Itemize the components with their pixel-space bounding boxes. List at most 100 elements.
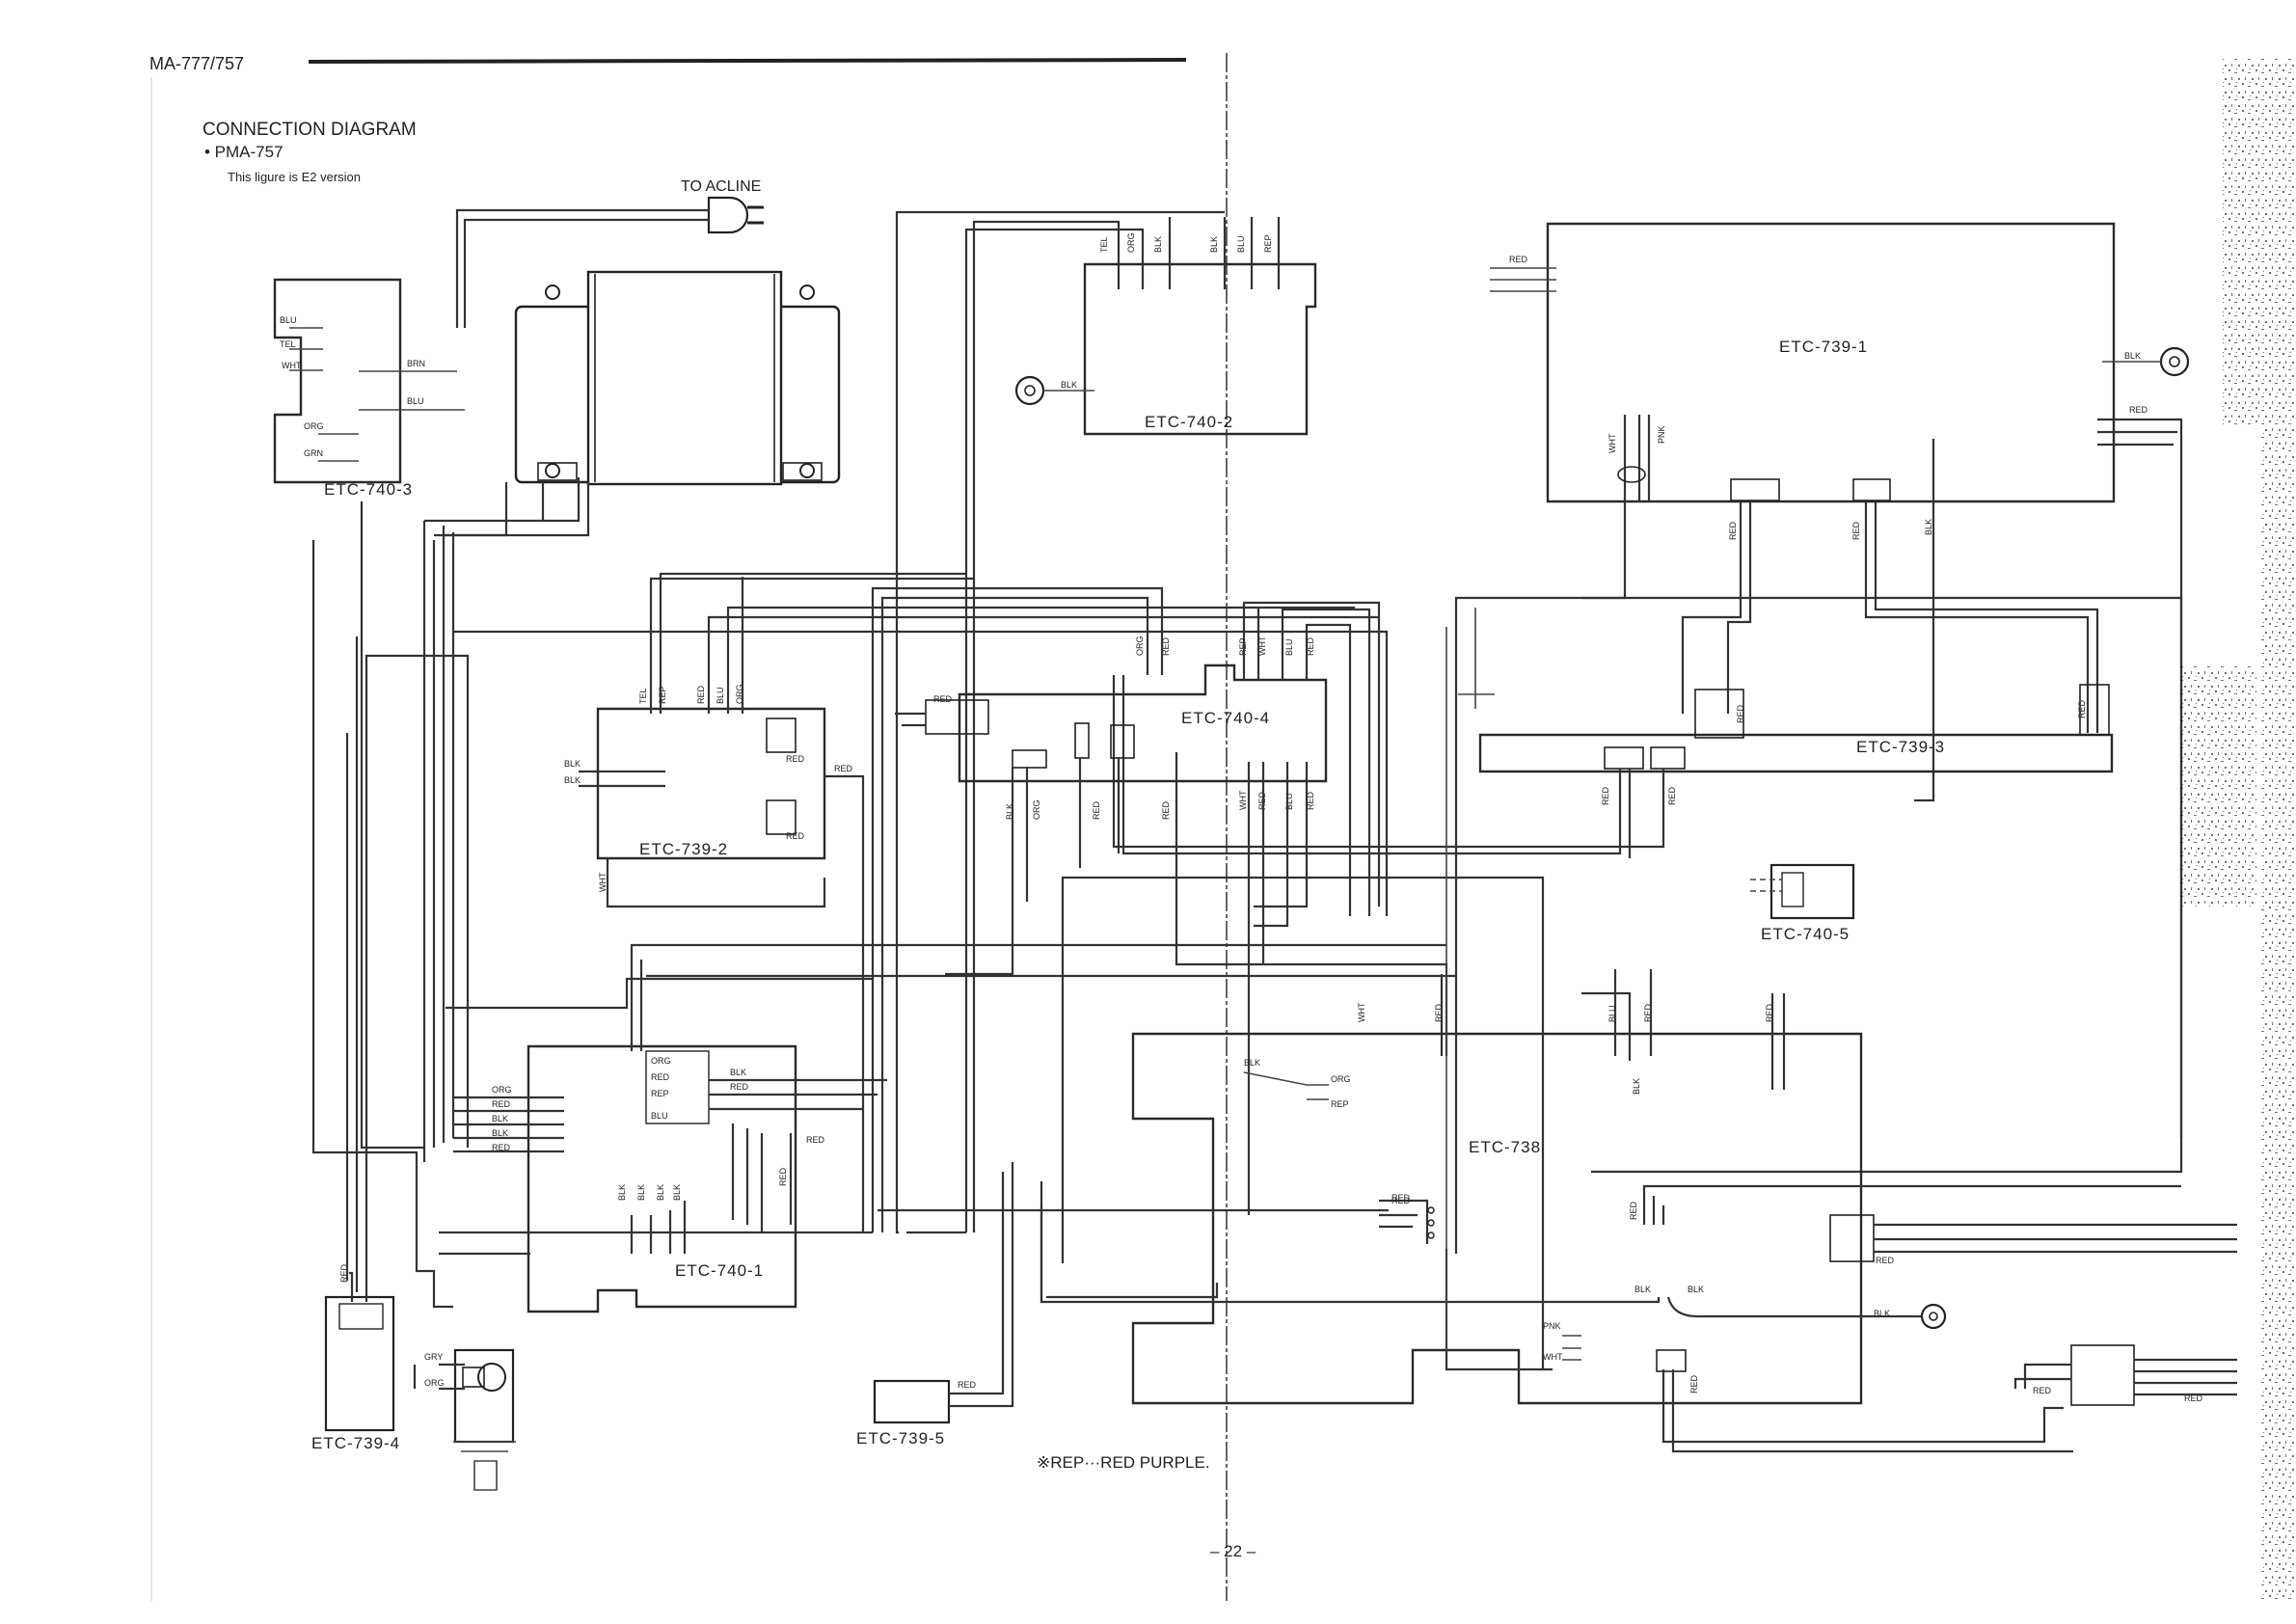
jack-icon	[477, 1363, 506, 1392]
connector	[1604, 746, 1644, 770]
svg-text:BLK: BLK	[1005, 803, 1014, 820]
svg-text:RED: RED	[1391, 1196, 1411, 1205]
etc-740-4-board: ETC-740-4 RED ORG RED REP WHT BLU RED BL…	[871, 586, 1448, 1232]
svg-text:ORG: ORG	[304, 421, 324, 431]
svg-text:BRN: BRN	[407, 359, 425, 368]
svg-text:RED: RED	[1161, 800, 1171, 820]
svg-text:TEL: TEL	[638, 688, 648, 704]
svg-text:BLK: BLK	[2124, 351, 2141, 361]
page-number: – 22 –	[1210, 1542, 1256, 1560]
svg-text:REP: REP	[1331, 1099, 1349, 1109]
connector	[1730, 478, 1780, 501]
svg-text:ORG: ORG	[651, 1056, 671, 1066]
svg-text:RED: RED	[834, 764, 853, 773]
connector	[1829, 1214, 1875, 1262]
header: MA-777/757 CONNECTION DIAGRAM • PMA-757 …	[149, 54, 1187, 1601]
ac-plug: TO ACLINE	[455, 178, 764, 328]
etc-740-1-label: ETC-740-1	[675, 1261, 764, 1280]
svg-text:RED: RED	[1765, 1003, 1774, 1022]
scan-noise	[2179, 58, 2296, 1601]
etc-739-3-label: ETC-739-3	[1856, 738, 1945, 756]
svg-text:RED: RED	[806, 1135, 825, 1145]
svg-text:BLK: BLK	[617, 1184, 627, 1201]
svg-text:BLK: BLK	[656, 1184, 665, 1201]
svg-text:BLK: BLK	[1634, 1285, 1651, 1294]
svg-text:RED: RED	[1629, 1201, 1638, 1220]
svg-text:RED: RED	[786, 831, 805, 841]
svg-text:RED: RED	[1391, 1193, 1411, 1203]
svg-text:PNK: PNK	[1657, 425, 1666, 444]
etc-739-3-board: ETC-739-3 RED RED RED RED	[1112, 675, 2114, 858]
svg-text:RED: RED	[2033, 1386, 2052, 1395]
svg-text:WHT: WHT	[282, 361, 302, 370]
svg-text:BLU: BLU	[651, 1111, 668, 1121]
svg-text:RED: RED	[2129, 405, 2148, 415]
etc-739-2-board: ETC-739-2 RED RED RED BLK BLK TEL REP RE…	[446, 572, 1456, 1232]
etc-739-2-label: ETC-739-2	[639, 840, 728, 858]
headphone-jack: GRY ORG	[413, 1348, 516, 1491]
svg-text:RED: RED	[933, 694, 953, 704]
ground-lug-icon	[1014, 375, 1045, 406]
svg-text:RED: RED	[696, 685, 706, 704]
svg-text:RED: RED	[651, 1072, 670, 1082]
etc-740-2-board: ETC-740-2 BLK TEL ORG BLK BLK BLU REP	[964, 217, 1317, 1232]
svg-text:ORG: ORG	[1135, 636, 1145, 656]
svg-text:BLU: BLU	[407, 396, 424, 406]
connector	[1650, 746, 1686, 770]
svg-text:BLU: BLU	[1607, 1005, 1617, 1022]
svg-text:RED: RED	[778, 1167, 788, 1186]
svg-text:BLK: BLK	[564, 759, 581, 769]
connector	[1012, 749, 1047, 769]
svg-text:RED: RED	[1601, 786, 1610, 805]
connector	[925, 699, 989, 735]
svg-text:REP: REP	[651, 1089, 669, 1098]
etc-740-2-label: ETC-740-2	[1145, 413, 1233, 431]
svg-text:RED: RED	[786, 754, 805, 764]
frame-wires	[434, 210, 2183, 1371]
svg-text:ORG: ORG	[735, 684, 744, 704]
connector	[1852, 478, 1891, 501]
svg-text:RED: RED	[1509, 255, 1528, 264]
etc-738-label: ETC-738	[1469, 1138, 1541, 1156]
svg-text:BLU: BLU	[1236, 235, 1246, 253]
svg-text:WHT: WHT	[1257, 636, 1267, 656]
acline-label: TO ACLINE	[681, 178, 761, 195]
plug-icon	[707, 196, 749, 234]
svg-text:TEL: TEL	[280, 339, 296, 349]
version-note: This ligure is E2 version	[228, 170, 361, 184]
etc-739-5-board: ETC-739-5 RED	[856, 1162, 1014, 1448]
svg-text:ORG: ORG	[1331, 1074, 1351, 1084]
svg-text:RED: RED	[492, 1143, 511, 1152]
rep-note: ※REP···RED PURPLE.	[1037, 1453, 1210, 1472]
svg-text:BLU: BLU	[716, 687, 725, 704]
connector	[645, 1050, 710, 1124]
svg-text:BLU: BLU	[1284, 793, 1294, 810]
svg-text:BLK: BLK	[1632, 1078, 1641, 1095]
ground-lug-icon	[2159, 346, 2190, 377]
model-fragment: MA-777/757	[149, 54, 244, 73]
connector	[1656, 1349, 1687, 1372]
svg-text:RED: RED	[1092, 800, 1101, 820]
svg-text:RED: RED	[1306, 791, 1315, 810]
red-terminal-block: RED	[878, 1196, 1435, 1239]
svg-text:BLK: BLK	[1153, 236, 1163, 253]
svg-text:RED: RED	[1736, 704, 1745, 723]
svg-text:ORG: ORG	[1032, 799, 1041, 820]
svg-text:RED: RED	[1728, 521, 1738, 540]
svg-text:BLK: BLK	[492, 1128, 508, 1138]
etc-738-board: ETC-738 BLK ORG REP WHT RED BLU RED RED …	[1040, 969, 2237, 1453]
svg-text:RED: RED	[1851, 521, 1861, 540]
etc-740-3-board: ETC-740-3 BLU TEL WHT ORG GRN BRN BLU	[273, 278, 465, 499]
svg-text:RED: RED	[339, 1263, 349, 1283]
svg-text:RED: RED	[1643, 1003, 1653, 1022]
svg-text:BLK: BLK	[672, 1184, 682, 1201]
svg-text:RED: RED	[1689, 1374, 1699, 1394]
svg-text:ORG: ORG	[424, 1378, 445, 1388]
svg-text:REP: REP	[658, 686, 667, 704]
svg-text:ORG: ORG	[1126, 232, 1136, 253]
svg-text:BLK: BLK	[1924, 519, 1933, 535]
svg-text:RED: RED	[1876, 1256, 1895, 1265]
svg-text:RED: RED	[492, 1099, 511, 1109]
diagram-title: CONNECTION DIAGRAM	[203, 120, 417, 140]
